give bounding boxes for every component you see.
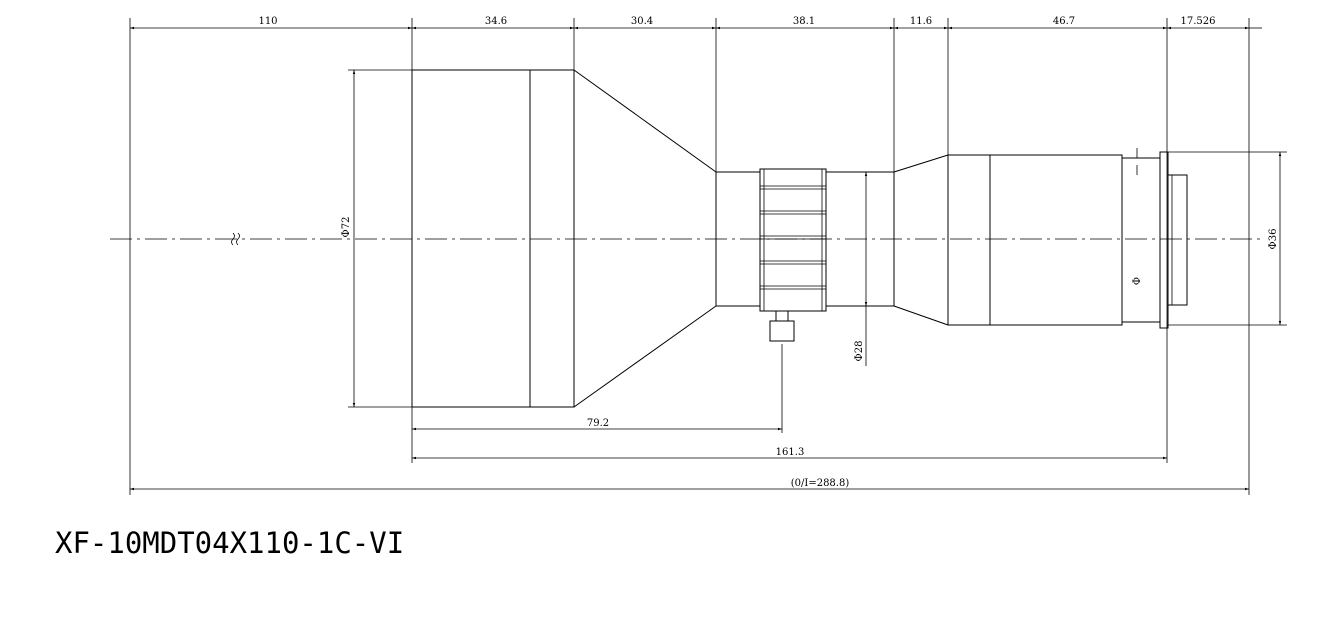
top-dimension-chain: 110 34.6 30.4 38.1 11.6 46.7 17.526 (130, 16, 1262, 30)
front-ring (529, 69, 575, 408)
dia-36: Φ36 (1268, 229, 1279, 250)
dim-34-6: 34.6 (485, 16, 507, 27)
focus-ring (759, 168, 827, 312)
dia-28: Φ28 (854, 341, 865, 362)
dim-11-6: 11.6 (910, 16, 932, 27)
extension-lines (129, 18, 1250, 495)
iris-mark: Φ (1132, 277, 1143, 285)
dim-38-1: 38.1 (793, 16, 815, 27)
c-mount-thread (1167, 174, 1188, 306)
dim-110: 110 (258, 16, 277, 27)
dim-46-7: 46.7 (1053, 16, 1075, 27)
dim-30-4: 30.4 (631, 16, 653, 27)
rear-barrel-front (947, 154, 991, 326)
dim-17-526: 17.526 (1181, 16, 1216, 27)
center-axis (110, 232, 1265, 246)
lens-body: Φ (411, 69, 1188, 408)
front-barrel (411, 69, 531, 408)
model-number: XF-10MDT04X110-1C-VI (55, 526, 405, 560)
length-dims: 79.2 161.3 (0/I=288.8) (130, 418, 1249, 491)
dim-79-2: 79.2 (587, 418, 609, 429)
dia-72: Φ72 (341, 217, 352, 238)
rear-barrel (989, 154, 1123, 326)
dim-161-3: 161.3 (776, 447, 805, 458)
taper-cone (573, 69, 717, 408)
lock-screw (769, 310, 795, 342)
rear-cone (893, 154, 949, 326)
dim-overall: (0/I=288.8) (791, 478, 850, 489)
diameter-dims: Φ72 Φ28 Φ36 (341, 69, 1287, 408)
